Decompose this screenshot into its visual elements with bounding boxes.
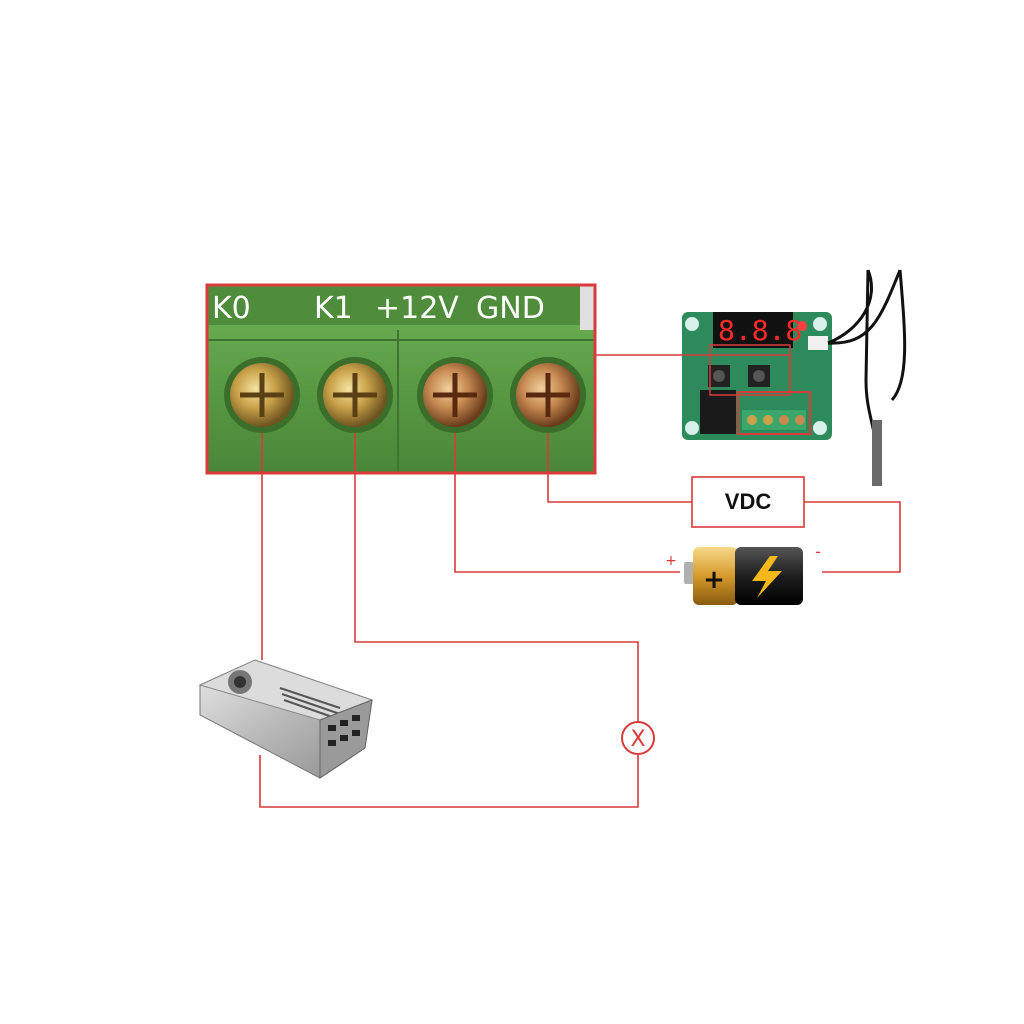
wire-vdc-to-battery: [804, 501, 901, 573]
sensor-cable: [827, 269, 907, 486]
screw-k0: [224, 357, 300, 433]
screw-12v: [417, 357, 493, 433]
battery-plus-label: +: [665, 553, 677, 569]
thermostat-module: 8.8.8: [682, 269, 907, 486]
terminal-label-k1: K1: [314, 291, 353, 326]
terminal-block-edge: [580, 285, 595, 330]
battery: + + -: [665, 542, 821, 605]
battery-gold-section: [693, 547, 738, 605]
module-terminal-highlight: [737, 391, 811, 435]
wire-12v-to-battery: [454, 433, 680, 573]
terminal-label-gnd: GND: [476, 291, 545, 326]
power-supply: [198, 659, 374, 779]
wires: [259, 354, 901, 808]
lamp-x-mark: X: [630, 727, 645, 752]
terminal-label-12v: +12V: [375, 291, 459, 326]
terminal-label-k0: K0: [212, 291, 251, 326]
battery-plus-mark: +: [703, 565, 725, 595]
battery-terminal: [684, 562, 694, 584]
terminal-block-label-strip: [207, 285, 595, 325]
bolt-icon: [752, 556, 782, 598]
vdc-label: VDC: [725, 489, 772, 514]
module-led: [797, 321, 807, 331]
terminal-block: K0 K1 +12V GND: [205, 283, 597, 475]
wire-k1-to-lamp: [354, 433, 639, 722]
sensor-probe: [872, 420, 882, 486]
screw-gnd: [510, 357, 586, 433]
battery-minus-label: -: [815, 542, 821, 561]
screw-k1: [317, 357, 393, 433]
wire-lamp-to-psu: [259, 755, 639, 808]
module-relay: [700, 390, 736, 434]
vdc-box: VDC: [691, 476, 805, 528]
wire-block-to-module: [595, 354, 791, 393]
wire-gnd-to-vdc: [547, 433, 692, 503]
module-display-digits: 8.8.8: [718, 314, 802, 347]
lamp-symbol: X: [621, 721, 655, 755]
terminal-block-highlight: [205, 283, 597, 475]
module-display: [713, 312, 793, 348]
